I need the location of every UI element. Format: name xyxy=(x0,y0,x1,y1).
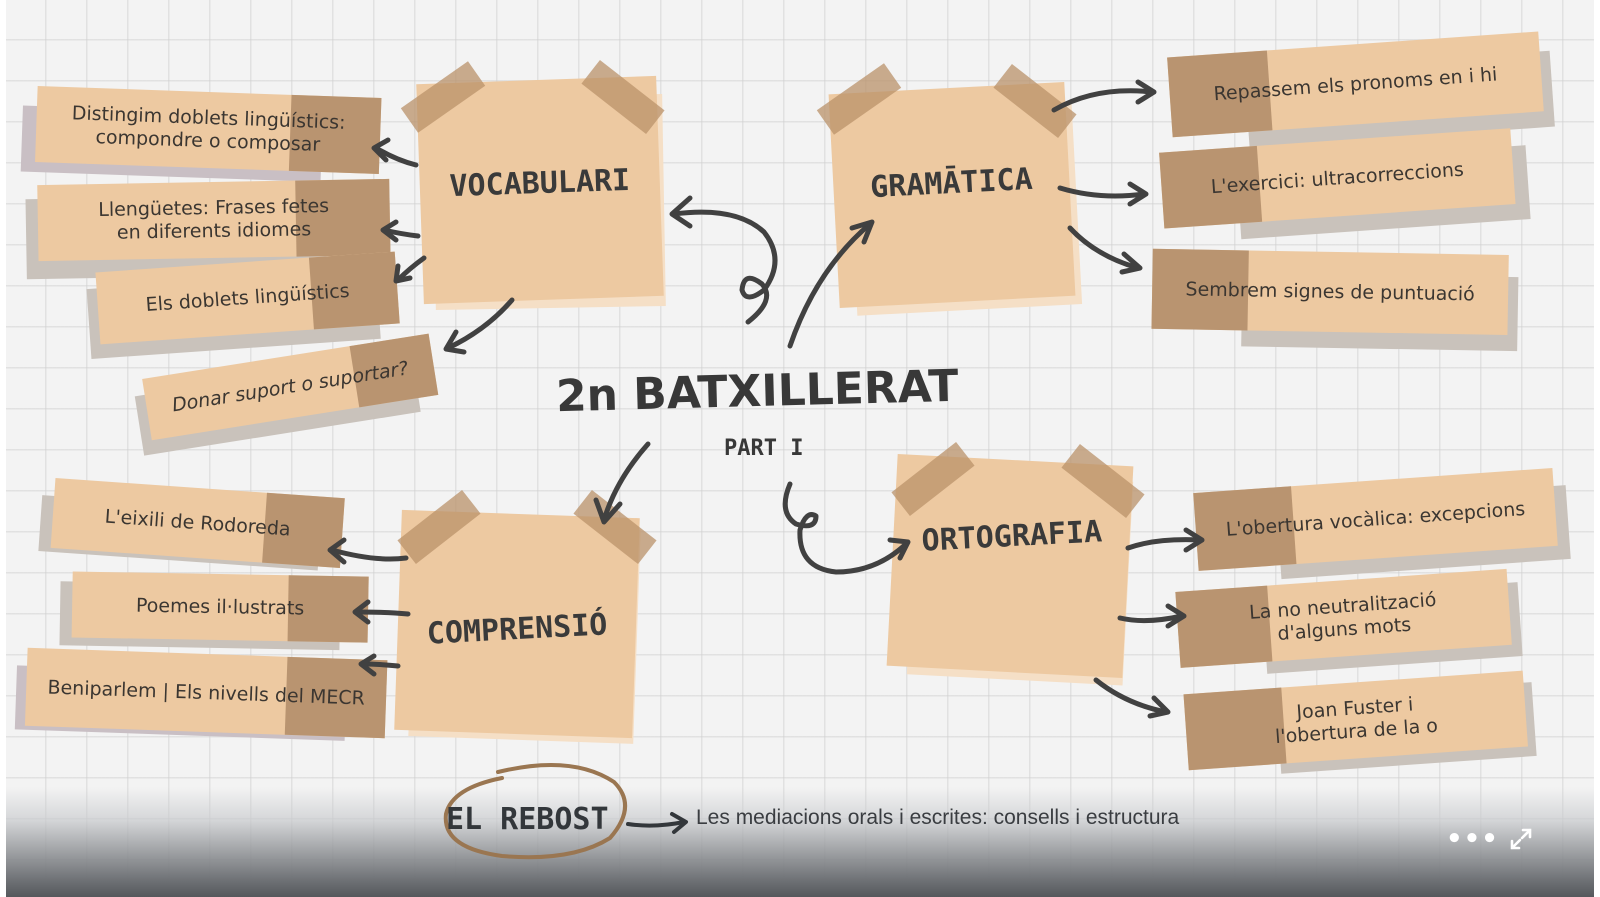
vocab-link-label: Llengüetes: Frases fetes en diferents id… xyxy=(98,194,330,244)
comp-strip-3-wrap[interactable]: Beniparlem | Els nivells del MECR xyxy=(14,643,397,752)
mind-map-board: Distingim doblets lingüístics: compondre… xyxy=(6,0,1594,897)
comp-link-label: Poemes il·lustrats xyxy=(135,594,305,620)
gram-strip-3-wrap[interactable]: Sembrem signes de puntuació xyxy=(1151,248,1523,352)
vocab-link-doblets-compondre[interactable]: Distingim doblets lingüístics: compondre… xyxy=(35,86,382,174)
note-label: VOCABULARI xyxy=(448,162,631,204)
arrow-right-icon xyxy=(626,812,688,834)
page-subtitle: PART I xyxy=(724,436,804,461)
vocab-link-llenguetes[interactable]: Llengüetes: Frases fetes en diferents id… xyxy=(37,178,391,262)
orto-link-label: Joan Fuster i l'obertura de la o xyxy=(1274,693,1439,749)
orto-link-label: La no neutralització d'alguns mots xyxy=(1248,588,1438,645)
vocab-strip-1-wrap[interactable]: Distingim doblets lingüístics: compondre… xyxy=(20,86,390,189)
note-label: ORTOGRAFIA xyxy=(920,513,1103,559)
vocab-link-label: Distingim doblets lingüístics: compondre… xyxy=(71,102,346,156)
more-options-button[interactable]: ••• xyxy=(1446,826,1499,852)
rebost-link[interactable]: EL REBOST xyxy=(446,802,609,837)
fullscreen-expand-icon xyxy=(1510,828,1532,850)
fullscreen-button[interactable] xyxy=(1508,826,1534,852)
circle-highlight-icon xyxy=(443,762,628,860)
comp-link-beniparlem[interactable]: Beniparlem | Els nivells del MECR xyxy=(24,647,388,739)
note-label: COMPRENSIÓ xyxy=(425,606,608,652)
note-label: GRAMĀTICA xyxy=(869,161,1034,205)
gram-link-puntuacio[interactable]: Sembrem signes de puntuació xyxy=(1151,248,1509,335)
bottom-overlay xyxy=(6,787,1594,897)
comp-link-poemes[interactable]: Poemes il·lustrats xyxy=(71,571,369,643)
page-title: 2n BATXILLERAT xyxy=(555,360,960,423)
rebost-description-link[interactable]: Les mediacions orals i escrites: consell… xyxy=(696,806,1180,829)
more-options-icon: ••• xyxy=(1446,824,1499,854)
